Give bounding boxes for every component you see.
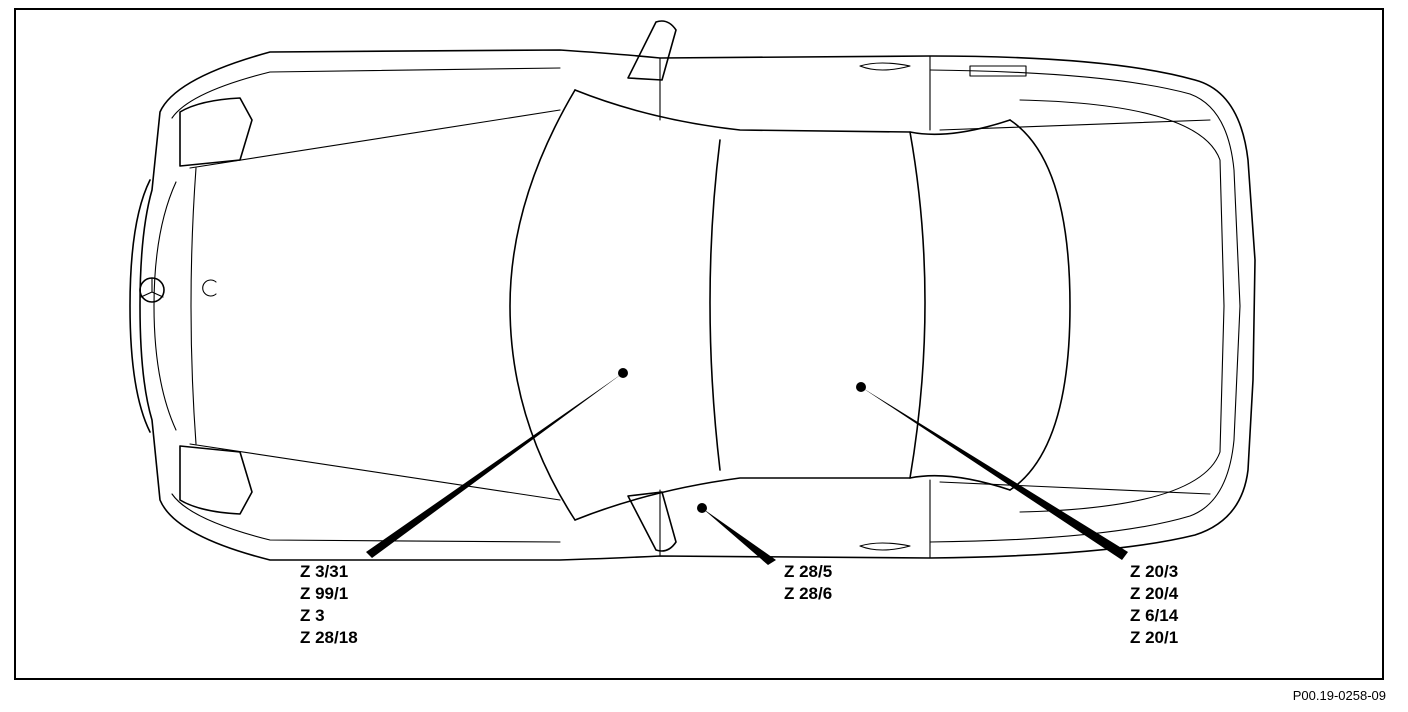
car-body-outline — [129, 20, 1256, 561]
leader-lines — [366, 368, 1128, 565]
callout-label: Z 28/6 — [784, 584, 833, 603]
callout-group-left: Z 3/31 Z 99/1 Z 3 Z 28/18 — [300, 561, 358, 649]
leader-line-right — [861, 387, 1128, 560]
leader-line-left — [366, 373, 623, 558]
callout-group-right: Z 20/3 Z 20/4 Z 6/14 Z 20/1 — [1130, 561, 1178, 649]
callout-label: Z 6/14 — [1130, 606, 1179, 625]
callout-label: Z 28/18 — [300, 628, 358, 647]
diagram-frame — [14, 8, 1384, 680]
callout-label: Z 28/5 — [784, 562, 833, 581]
figure-reference: P00.19-0258-09 — [1292, 688, 1386, 703]
callout-label: Z 20/3 — [1130, 562, 1179, 581]
callout-label: Z 3 — [300, 606, 325, 625]
callout-label: Z 99/1 — [300, 584, 349, 603]
callout-group-middle: Z 28/5 Z 28/6 — [784, 561, 832, 605]
callout-label: Z 20/4 — [1130, 584, 1179, 603]
callout-label: Z 3/31 — [300, 562, 349, 581]
callout-label: Z 20/1 — [1130, 628, 1179, 647]
leader-line-middle — [702, 508, 776, 565]
